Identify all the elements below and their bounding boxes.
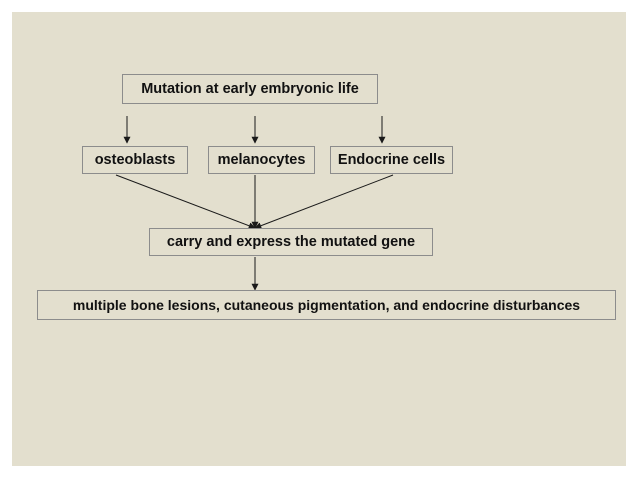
node-outcome: multiple bone lesions, cutaneous pigment…: [37, 290, 616, 320]
arrow-osteoblasts-to-carry: [115, 174, 256, 230]
node-mutation-label: Mutation at early embryonic life: [141, 80, 359, 97]
node-osteoblasts-label: osteoblasts: [94, 151, 176, 168]
node-endocrine-label: Endocrine cells: [337, 151, 446, 168]
node-carry-express-mutated-gene: carry and express the mutated gene: [149, 228, 433, 256]
node-melanocytes-label: melanocytes: [217, 151, 306, 168]
arrow-endocrine-to-carry: [254, 174, 394, 230]
node-endocrine-cells: Endocrine cells: [330, 146, 453, 174]
node-osteoblasts: osteoblasts: [82, 146, 188, 174]
node-mutation-early-embryonic-life: Mutation at early embryonic life: [122, 74, 378, 104]
node-outcome-label: multiple bone lesions, cutaneous pigment…: [72, 297, 581, 313]
node-carry-label: carry and express the mutated gene: [166, 233, 416, 250]
node-melanocytes: melanocytes: [208, 146, 315, 174]
